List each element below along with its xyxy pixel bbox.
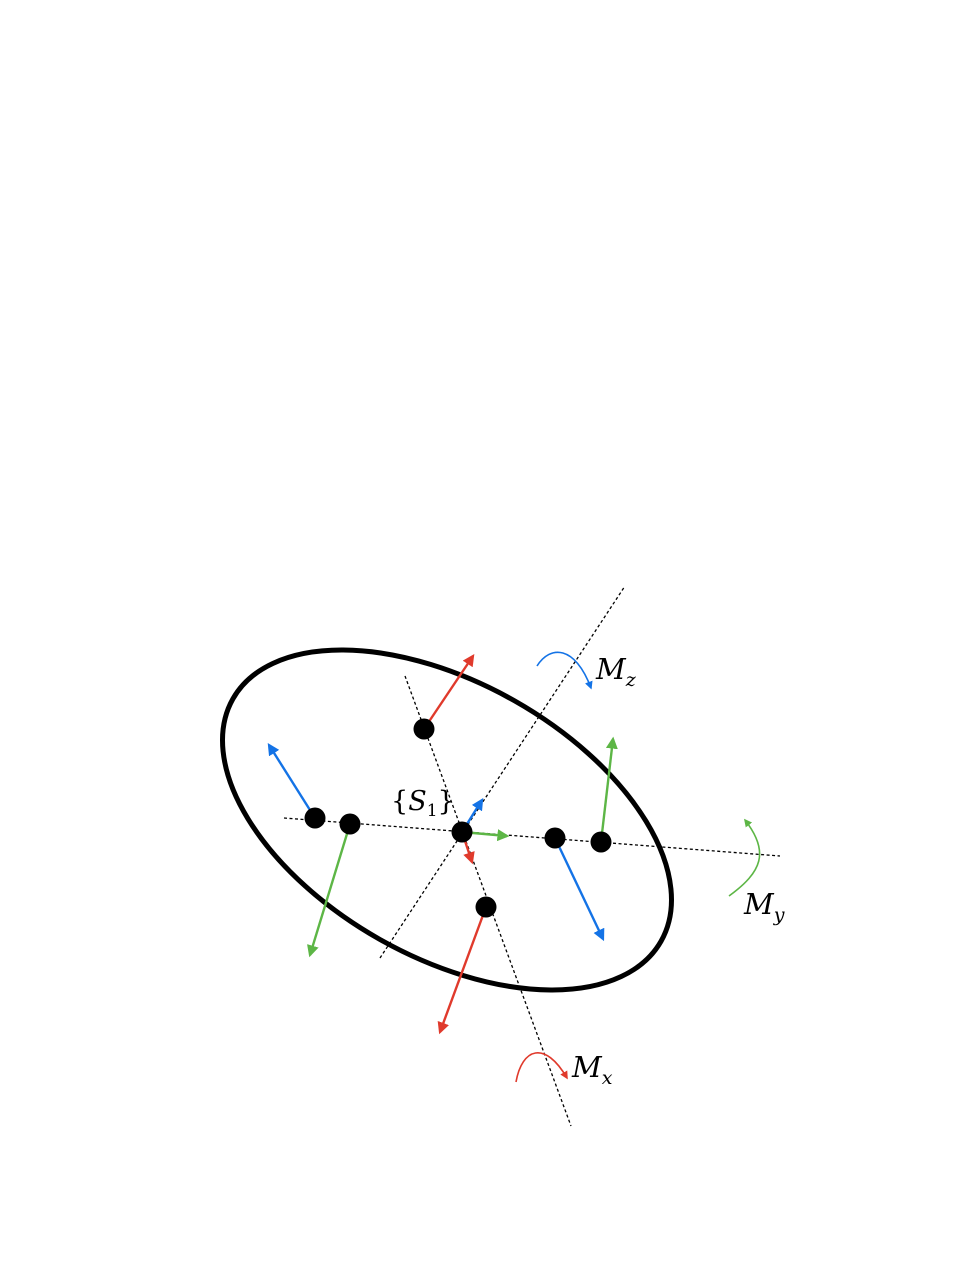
axes — [283, 585, 781, 1127]
point-bottom — [475, 896, 497, 918]
green-arrow-right — [599, 736, 618, 843]
red-arrow-bottom — [437, 906, 488, 1035]
green-arrow-left — [307, 823, 352, 958]
frame-label: {S1} — [391, 786, 455, 821]
moment-arcs — [515, 651, 761, 1083]
moment-z-arc — [536, 651, 593, 690]
moment-x-label: Mx — [571, 1050, 613, 1089]
point-left-inner — [339, 813, 361, 835]
axis-x — [404, 675, 572, 1127]
blue-arrow-left — [267, 742, 317, 819]
point-right-outer — [590, 831, 612, 853]
moment-z-label: Mz — [595, 652, 637, 691]
point-right-inner — [544, 827, 566, 849]
moment-y-arc — [728, 818, 761, 897]
point-top — [413, 718, 435, 740]
axis-z — [379, 585, 626, 959]
moment-y-label: My — [743, 887, 785, 926]
moment-x-arc — [515, 1052, 568, 1083]
point-center — [451, 821, 473, 843]
axis-y — [283, 817, 781, 857]
red-arrow-top — [423, 654, 475, 730]
point-left-outer — [304, 807, 326, 829]
points — [304, 718, 612, 918]
blue-arrow-right — [553, 837, 605, 942]
labels: {S1} Mz My Mx — [391, 652, 785, 1089]
body-ellipse — [220, 647, 674, 993]
force-arrows — [267, 654, 618, 1035]
